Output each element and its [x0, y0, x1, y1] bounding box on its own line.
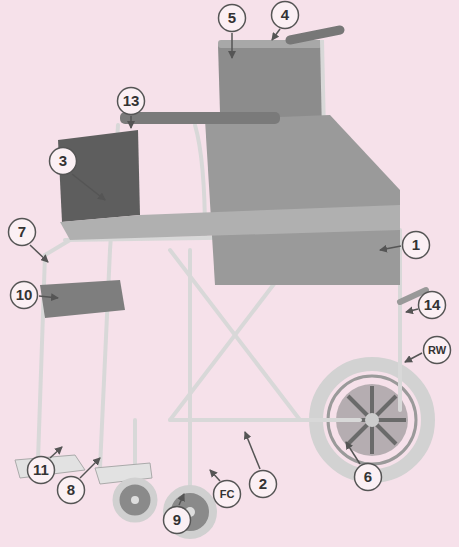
- callout-circle: 10: [9, 280, 39, 310]
- callout-number: 6: [353, 462, 383, 492]
- callout-circle: RW: [422, 335, 452, 365]
- callout-circle: 13: [116, 86, 146, 116]
- callout-number: 4: [270, 0, 300, 30]
- callout-circle: 11: [26, 455, 56, 485]
- callout-number: 13: [116, 86, 146, 116]
- callout-number: 1: [401, 230, 431, 260]
- callout-circle: 6: [353, 462, 383, 492]
- callout-circle: 14: [417, 290, 447, 320]
- callout-number: 11: [26, 455, 56, 485]
- callout-circle: 8: [56, 475, 86, 505]
- callout-number: 2: [248, 469, 278, 499]
- callout-number: 3: [48, 146, 78, 176]
- callout-circle: 9: [162, 505, 192, 535]
- callout-circle: 2: [248, 469, 278, 499]
- callout-number: RW: [422, 335, 452, 365]
- callout-number: 10: [9, 280, 39, 310]
- callout-number: 14: [417, 290, 447, 320]
- callout-number: FC: [212, 479, 242, 509]
- callout-number: 5: [217, 3, 247, 33]
- leader-lines: [30, 29, 422, 505]
- callout-circle: 1: [401, 230, 431, 260]
- callout-circle: 7: [7, 217, 37, 247]
- wheelchair: [15, 30, 428, 535]
- callout-number: 8: [56, 475, 86, 505]
- callout-circle: 3: [48, 146, 78, 176]
- callout-circle: 5: [217, 3, 247, 33]
- callout-number: 7: [7, 217, 37, 247]
- callout-number: 9: [162, 505, 192, 535]
- callout-circle: 4: [270, 0, 300, 30]
- callout-circle: FC: [212, 479, 242, 509]
